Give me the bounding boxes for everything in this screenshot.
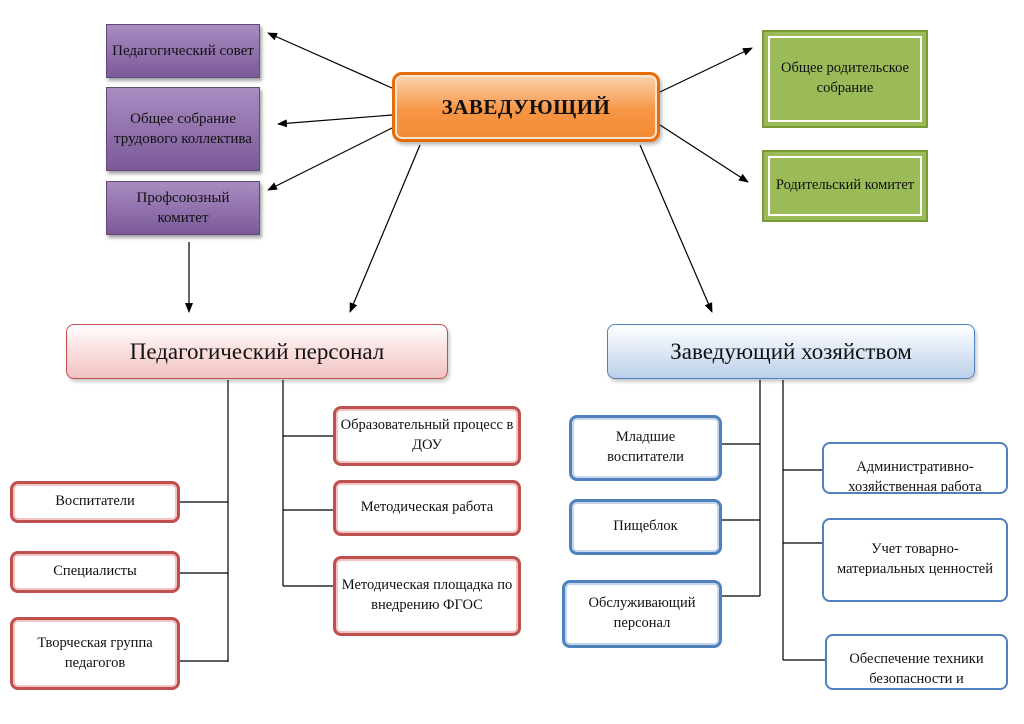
parent-committee-label: Родительский комитет xyxy=(768,156,922,216)
kitchen-box: Пищеблок xyxy=(569,499,722,555)
general-meeting-box: Общее собрание трудового коллектива xyxy=(106,87,260,171)
arrow-to-parent-committee xyxy=(659,124,749,183)
arrow-to-parent-meeting xyxy=(659,47,753,93)
arrow-to-household xyxy=(639,144,713,313)
arrow-to-union xyxy=(267,127,393,191)
arrow-to-ped-staff xyxy=(349,144,421,313)
service-staff-box: Обслуживающий персонал xyxy=(562,580,722,648)
edu-process-box: Образовательный процесс в ДОУ xyxy=(333,406,521,466)
inventory-box: Учет товарно-материальных ценностей xyxy=(822,518,1008,602)
specialists-box: Специалисты xyxy=(10,551,180,593)
parent-meeting-box: Общее родительское собрание xyxy=(762,30,928,128)
arrow-to-general-meeting xyxy=(277,114,393,128)
parent-meeting-label: Общее родительское собрание xyxy=(768,36,922,122)
safety-box: Обеспечение техники безопасности и xyxy=(825,634,1008,690)
head-box: ЗАВЕДУЮЩИЙ xyxy=(392,72,660,142)
method-work-box: Методическая работа xyxy=(333,480,521,536)
method-platform-box: Методическая площадка по внедрению ФГОС xyxy=(333,556,521,636)
educators-box: Воспитатели xyxy=(10,481,180,523)
household-bar: Заведующий хозяйством xyxy=(607,324,975,379)
arrow-to-ped-council xyxy=(267,32,393,89)
union-committee-box: Профсоюзный комитет xyxy=(106,181,260,235)
admin-work-box: Административно-хозяйственная работа xyxy=(822,442,1008,494)
junior-educators-box: Младшие воспитатели xyxy=(569,415,722,481)
parent-committee-box: Родительский комитет xyxy=(762,150,928,222)
creative-group-box: Творческая группа педагогов xyxy=(10,617,180,690)
ped-staff-bar: Педагогический персонал xyxy=(66,324,448,379)
ped-council-box: Педагогический совет xyxy=(106,24,260,78)
